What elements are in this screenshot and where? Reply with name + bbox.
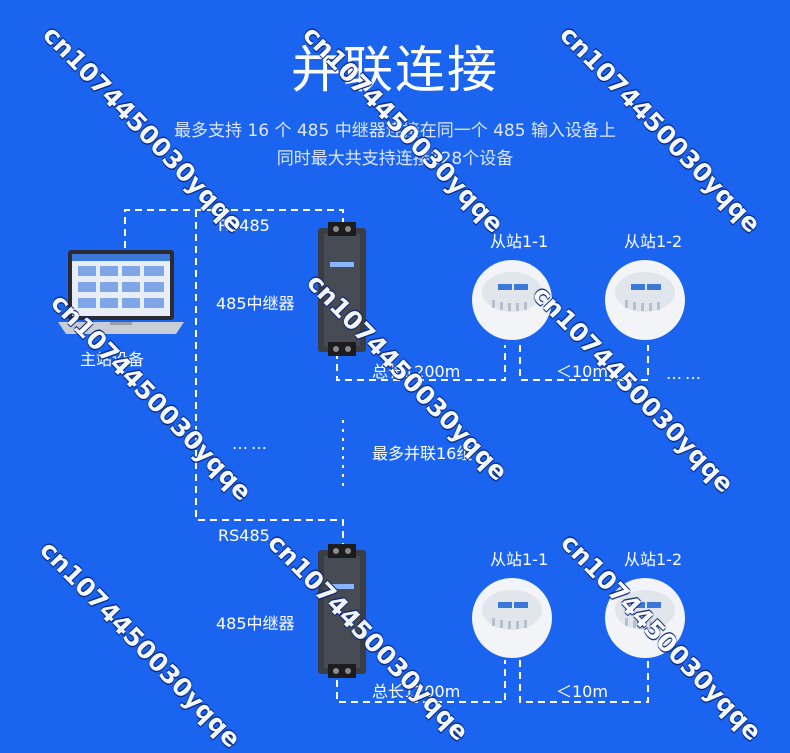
group1-spacing-line (519, 345, 649, 381)
group2-slave2-label: 从站1-2 (624, 550, 683, 569)
repeater-device-2 (318, 544, 366, 678)
trunk-line (195, 210, 344, 545)
group2-bottom-bus (336, 660, 506, 703)
repeater-device-1 (318, 222, 366, 356)
group1-continuation-dots: …… (666, 364, 704, 383)
smoke-detector-1-2 (605, 260, 685, 340)
group2-spacing: ＜10m (556, 682, 608, 701)
group1-spacing: ＜10m (556, 362, 608, 381)
page-title: 并联连接 (291, 41, 499, 99)
group1-total-length: 总长1200m (372, 362, 461, 381)
smoke-detector-2-1 (472, 578, 552, 658)
group1-slave2-label: 从站1-2 (624, 232, 683, 251)
smoke-detector-2-2 (605, 578, 685, 658)
group2-slave1-label: 从站1-1 (490, 550, 549, 569)
subtitle-line-1: 最多支持 16 个 485 中继器连接在同一个 485 输入设备上 (174, 121, 616, 141)
middle-ellipsis: …… (232, 434, 270, 453)
group1-bus-label: RS485 (218, 216, 270, 235)
group1-bottom-bus (336, 345, 506, 381)
subtitle-line-2: 同时最大共支持连接128个设备 (276, 149, 514, 169)
host-label: 主站设备 (80, 350, 145, 369)
smoke-detector-1-1 (472, 260, 552, 340)
group2-bus-label: RS485 (218, 526, 270, 545)
group1-slave1-label: 从站1-1 (490, 232, 549, 251)
parallel-max-note: 最多并联16组 (372, 444, 473, 463)
group2-total-length: 总长1200m (372, 682, 461, 701)
laptop-icon (58, 250, 184, 334)
group1-repeater-label: 485中继器 (216, 294, 295, 313)
host-to-bus-line (124, 209, 344, 248)
group2-repeater-label: 485中继器 (216, 614, 295, 633)
